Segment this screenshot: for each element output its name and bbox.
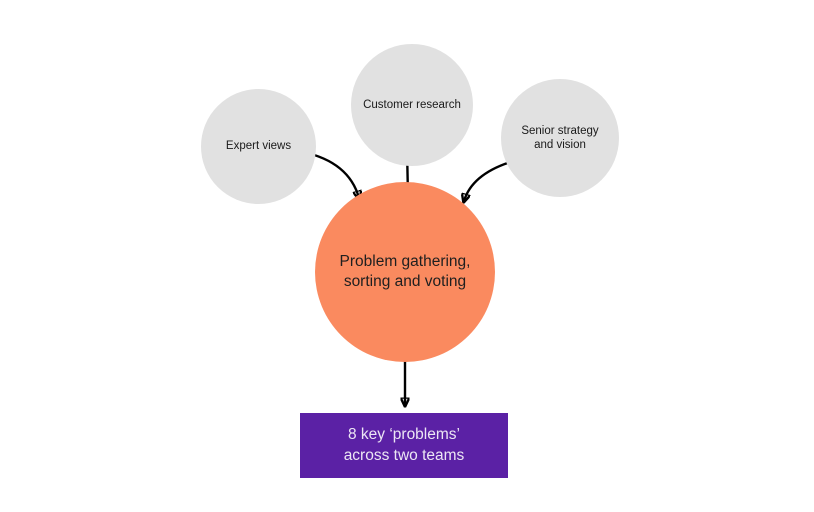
node-output-label: 8 key ‘problems’ across two teams <box>344 425 465 467</box>
node-expert-views-label: Expert views <box>226 139 291 153</box>
node-label-line: Customer research <box>363 98 461 111</box>
node-customer-research-label: Customer research <box>363 98 461 112</box>
node-label-line: Problem gathering, <box>339 252 471 270</box>
node-customer-research: Customer research <box>351 44 473 166</box>
node-expert-views: Expert views <box>201 89 316 204</box>
node-senior-strategy-label: Senior strategy and vision <box>521 124 598 153</box>
node-problem-gathering-hub: Problem gathering, sorting and voting <box>315 182 495 362</box>
node-label-line: Expert views <box>225 140 292 153</box>
node-label-line: and vision <box>534 139 586 151</box>
node-label-line: Senior strategy <box>521 124 599 137</box>
node-label-line: across two teams <box>343 446 465 464</box>
node-label-line: 8 key ‘problems’ <box>347 425 460 443</box>
node-label-line: sorting and voting <box>343 273 467 290</box>
node-hub-label: Problem gathering, sorting and voting <box>340 252 471 292</box>
node-senior-strategy: Senior strategy and vision <box>501 79 619 197</box>
node-key-problems-output: 8 key ‘problems’ across two teams <box>300 413 508 478</box>
